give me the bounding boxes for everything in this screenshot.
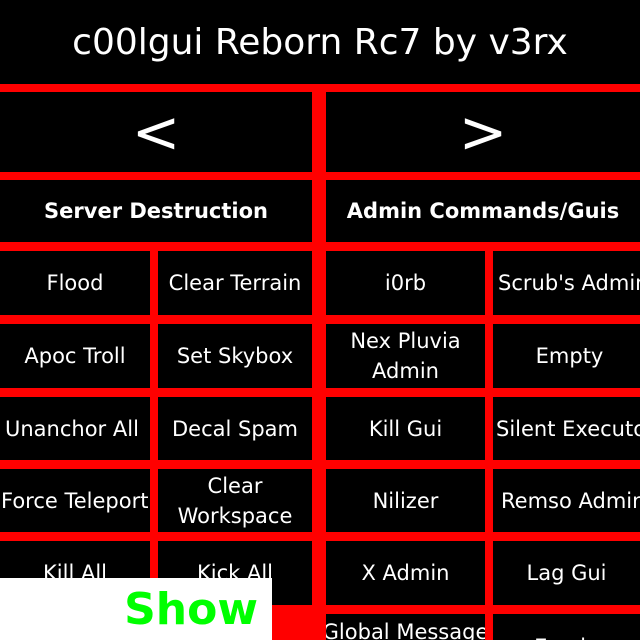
clear-workspace-button[interactable]: Clear Workspace	[158, 469, 312, 532]
set-skybox-button[interactable]: Set Skybox	[158, 324, 312, 388]
show-toggle-button[interactable]: Show	[0, 578, 272, 640]
kill-gui-button[interactable]: Kill Gui	[326, 397, 485, 460]
unanchor-all-button[interactable]: Unanchor All	[0, 397, 150, 460]
remso-admin-label: Remso Admin	[501, 488, 640, 513]
lag-gui-button[interactable]: Lag Gui	[493, 541, 640, 605]
x-admin-button[interactable]: X Admin	[326, 541, 485, 605]
global-message-button[interactable]: Global Message	[326, 614, 485, 640]
nex-pluvia-admin-button[interactable]: Nex Pluvia Admin	[326, 324, 485, 388]
nex-pluvia-admin-label: Nex Pluvia Admin	[350, 329, 461, 383]
remso-admin-button[interactable]: Remso Admin	[493, 469, 640, 532]
force-teleport-button[interactable]: Force Teleport	[0, 469, 150, 532]
scrubs-admin-label: Scrub's Admin	[498, 271, 640, 295]
category-server-destruction[interactable]: Server Destruction	[0, 180, 312, 242]
global-message-label: Global Message	[326, 620, 485, 640]
silent-executor-button[interactable]: Silent Executor	[493, 397, 640, 460]
decal-spam-button[interactable]: Decal Spam	[158, 397, 312, 460]
apoc-troll-button[interactable]: Apoc Troll	[0, 324, 150, 388]
flood-button[interactable]: Flood	[0, 251, 150, 315]
silent-executor-label: Silent Executor	[496, 416, 640, 441]
evade-label: Evade	[534, 632, 599, 640]
i0rb-button[interactable]: i0rb	[326, 251, 485, 315]
next-page-button[interactable]: >	[326, 92, 640, 172]
scrubs-admin-button[interactable]: Scrub's Admin	[493, 251, 640, 315]
clear-workspace-label: Clear Workspace	[177, 473, 293, 528]
gui-title: c00lgui Reborn Rc7 by v3rx	[0, 0, 640, 84]
evade-button[interactable]: Evade	[493, 614, 640, 640]
empty-button[interactable]: Empty	[493, 324, 640, 388]
clear-terrain-button[interactable]: Clear Terrain	[158, 251, 312, 315]
nilizer-button[interactable]: Nilizer	[326, 469, 485, 532]
prev-page-button[interactable]: <	[0, 92, 312, 172]
category-admin-commands-guis[interactable]: Admin Commands/Guis	[326, 180, 640, 242]
